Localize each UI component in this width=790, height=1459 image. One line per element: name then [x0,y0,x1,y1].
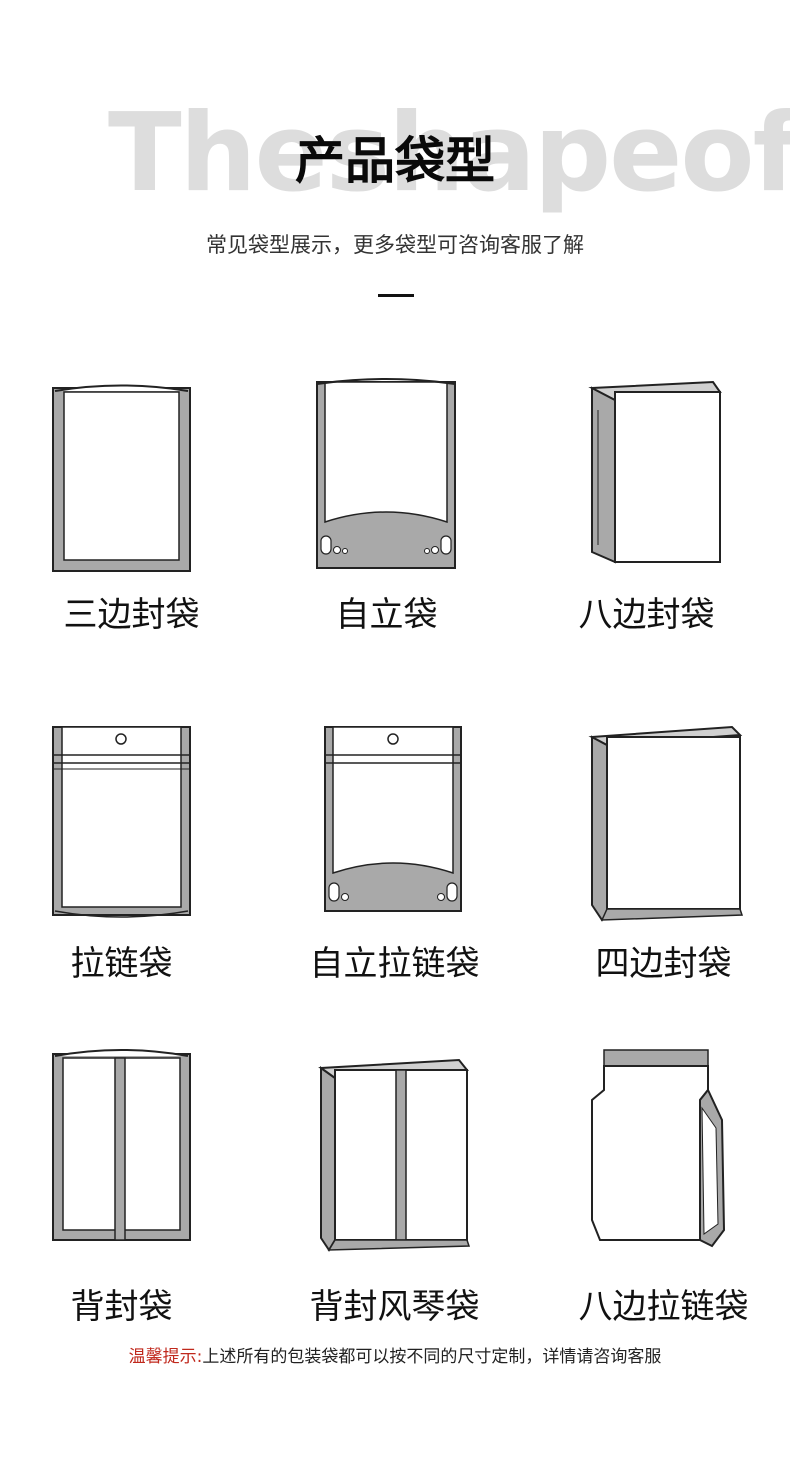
bag-label: 三边封袋 [63,595,200,635]
bag-label: 背封风琴袋 [309,1287,480,1327]
bag-card-three-side-seal: 三边封袋 [0,370,263,650]
three-side-seal-bag-icon [52,384,191,572]
page-title: 产品袋型 [295,132,495,190]
bag-label: 拉链袋 [70,944,173,984]
bag-card-stand-up-zipper: 自立拉链袋 [263,715,526,995]
page-subtitle: 常见袋型展示，更多袋型可咨询客服了解 [206,233,584,257]
stand-up-pouch-icon [316,378,456,569]
bag-card-zipper: 拉链袋 [0,715,253,995]
zipper-bag-icon [52,726,191,918]
eight-side-zipper-bag-icon [591,1049,726,1248]
back-seal-bag-icon [52,1049,191,1241]
bag-card-eight-side-seal: 八边封袋 [515,370,778,650]
footer-note: 温馨提示:上述所有的包装袋都可以按不同的尺寸定制，详情请咨询客服 [0,1349,790,1366]
footer-note-text: 上述所有的包装袋都可以按不同的尺寸定制，详情请咨询客服 [202,1347,662,1367]
bag-label: 四边封袋 [595,944,732,984]
four-side-seal-bag-icon [588,725,744,922]
bag-label: 背封袋 [70,1287,173,1327]
background-watermark-word: Theshapeof [108,91,790,216]
eight-side-seal-bag-icon [588,380,722,564]
stand-up-zipper-pouch-icon [324,726,462,912]
bag-label: 自立袋 [335,595,438,635]
bag-card-stand-up-pouch: 自立袋 [255,370,518,650]
bag-card-four-side-seal: 四边封袋 [532,715,790,995]
bag-card-eight-side-zipper: 八边拉链袋 [532,1040,790,1324]
bag-card-back-seal: 背封袋 [0,1040,253,1324]
back-seal-gusset-bag-icon [318,1058,471,1252]
footer-note-highlight: 温馨提示: [128,1347,203,1367]
title-divider [378,294,414,297]
bag-label: 八边封袋 [578,595,715,635]
bag-label: 八边拉链袋 [578,1287,749,1327]
bag-label: 自立拉链袋 [309,944,480,984]
bag-card-back-seal-gusset: 背封风琴袋 [263,1040,526,1324]
